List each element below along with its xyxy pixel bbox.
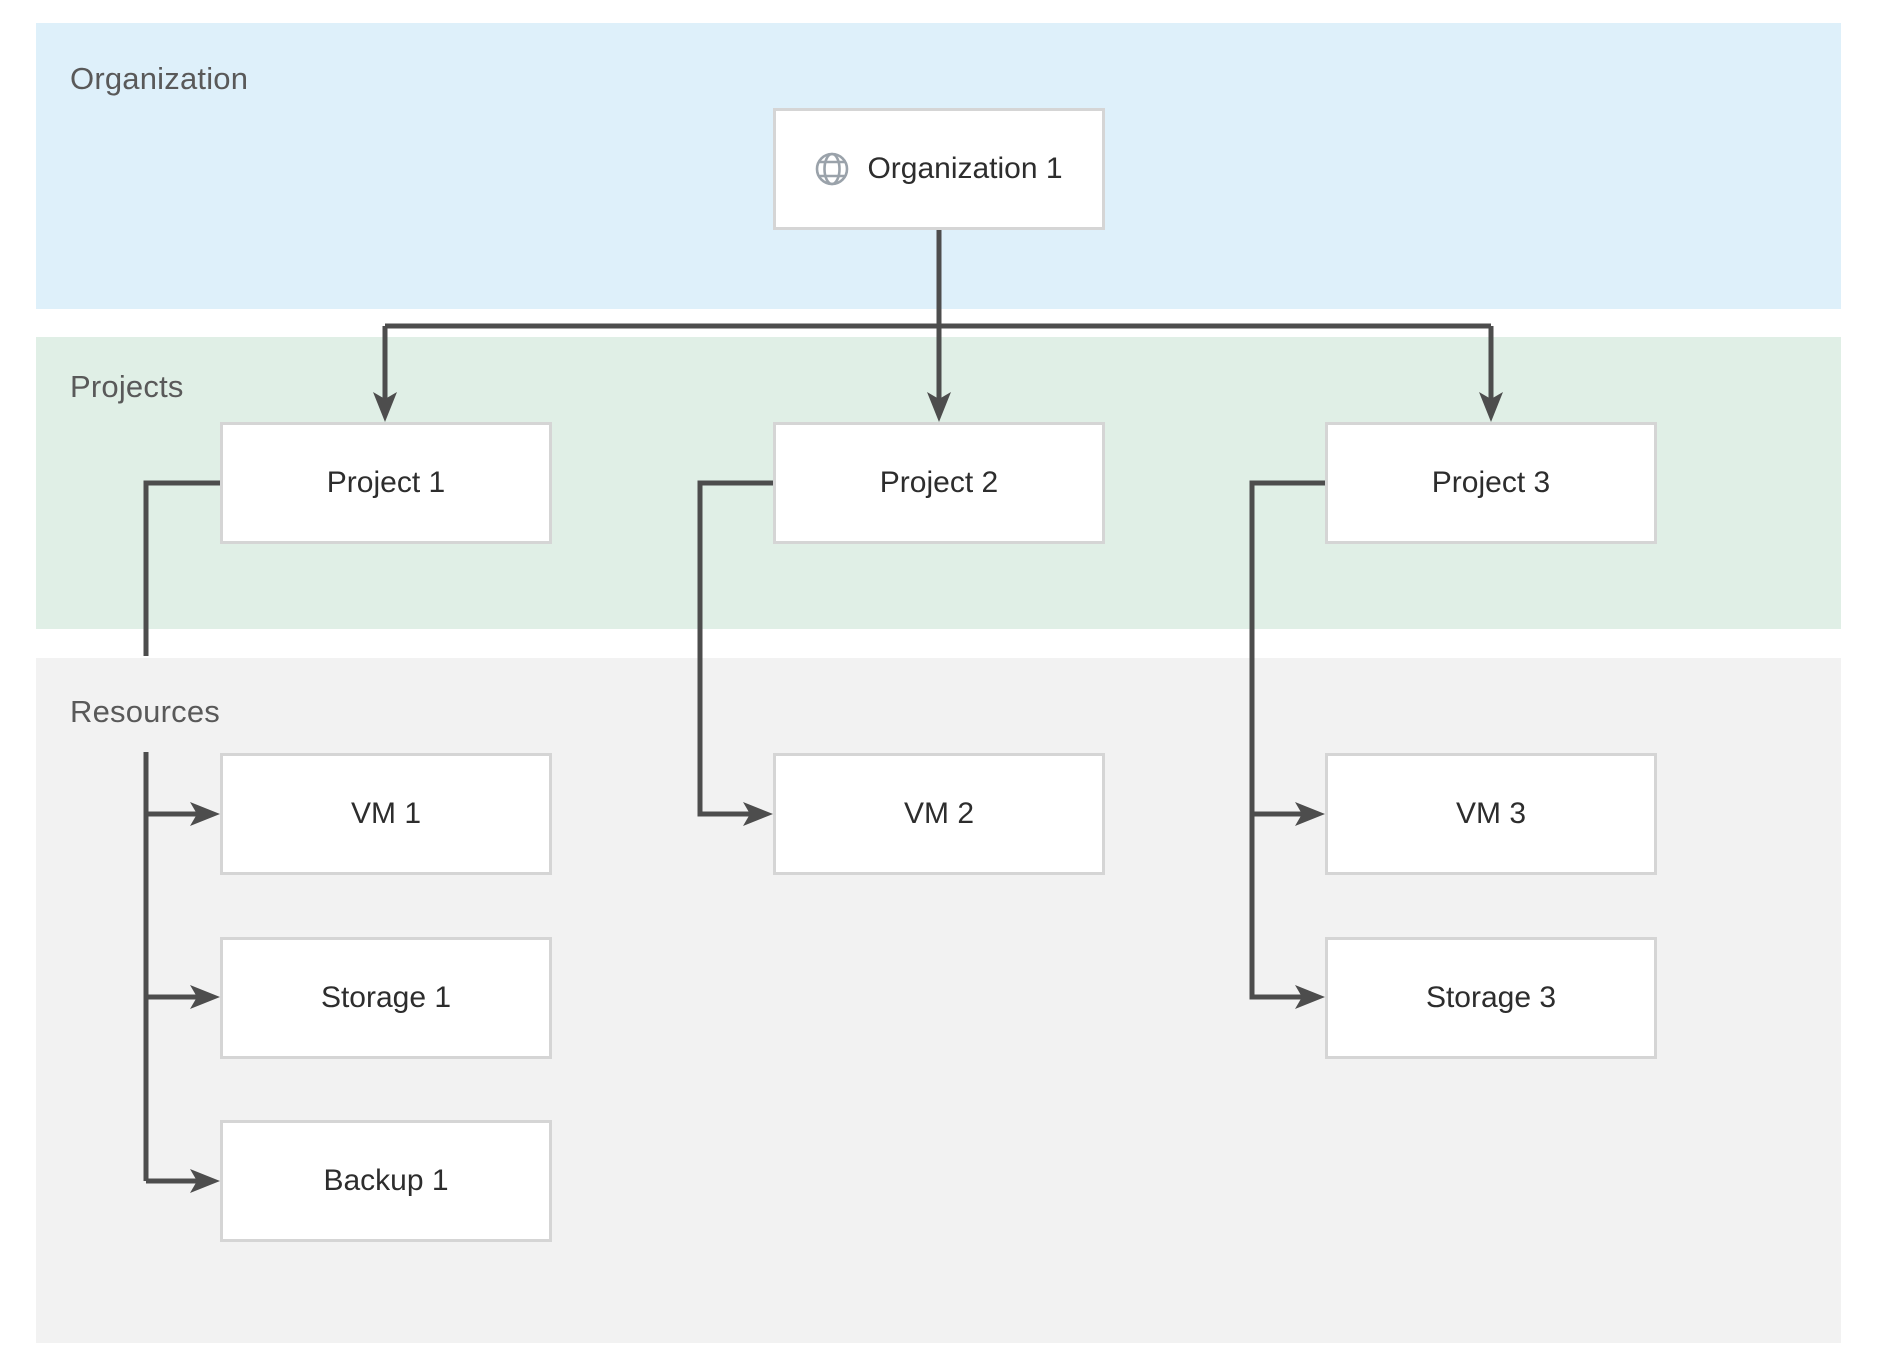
node-vm-3-label: VM 3 [1455, 797, 1527, 830]
node-organization-1: Organization 1 [773, 108, 1105, 230]
node-vm-3: VM 3 [1325, 753, 1657, 875]
node-storage-3-label: Storage 3 [1425, 981, 1557, 1014]
band-organization-label: Organization [70, 61, 249, 96]
node-storage-1: Storage 1 [220, 937, 552, 1059]
node-project-3-label: Project 3 [1431, 466, 1551, 499]
node-vm-2-label: VM 2 [903, 797, 975, 830]
node-vm-1-label: VM 1 [350, 797, 422, 830]
node-vm-1: VM 1 [220, 753, 552, 875]
node-vm-2: VM 2 [773, 753, 1105, 875]
band-resources-label: Resources [70, 694, 220, 729]
node-project-1-label: Project 1 [326, 466, 446, 499]
node-backup-1: Backup 1 [220, 1120, 552, 1242]
node-organization-1-label: Organization 1 [867, 152, 1063, 185]
band-projects-label: Projects [70, 369, 184, 404]
node-storage-1-label: Storage 1 [320, 981, 452, 1014]
node-project-1: Project 1 [220, 422, 552, 544]
node-project-2: Project 2 [773, 422, 1105, 544]
globe-icon [816, 152, 849, 186]
node-project-2-label: Project 2 [879, 466, 999, 499]
node-project-3: Project 3 [1325, 422, 1657, 544]
node-storage-3: Storage 3 [1325, 937, 1657, 1059]
node-backup-1-label: Backup 1 [323, 1164, 449, 1197]
